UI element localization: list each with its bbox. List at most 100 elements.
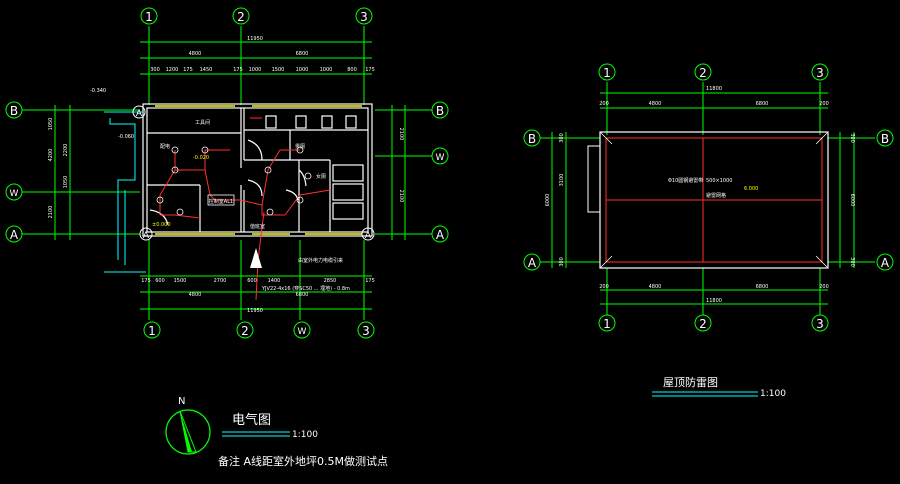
dim-seg-bottom: 6800: [296, 292, 309, 298]
roof-label: 避雷网格: [706, 192, 726, 199]
room-label: 工具间: [195, 119, 210, 126]
dim-text: 11800: [706, 298, 722, 304]
grid-label: A: [10, 228, 19, 242]
grid-bubbles-top-left: 1 2 3: [140, 7, 373, 25]
grid-label: 1: [145, 10, 153, 24]
dim-detail: 1450: [200, 67, 213, 73]
grid-label: W: [436, 153, 445, 163]
dim-detail-bottom: 2700: [214, 278, 227, 284]
grid-label: 1: [603, 317, 611, 331]
dim-detail: 800: [347, 67, 357, 73]
grid-label: B: [10, 104, 18, 118]
grid-label: B: [881, 132, 889, 146]
dim-left: 1050: [48, 118, 54, 131]
dim-text: 6800: [756, 101, 769, 107]
grid-label: B: [436, 104, 444, 118]
axis-letter: A: [365, 231, 372, 241]
dim-text: 6000: [545, 194, 551, 207]
corner-markers: A A A: [132, 105, 375, 241]
grid-bubbles-right: B W A: [431, 101, 449, 243]
grid-label: 2: [237, 10, 245, 24]
dim-detail: 1200: [166, 67, 179, 73]
window-strips: [155, 105, 362, 235]
roof-parapet: [587, 145, 601, 213]
grid-label: A: [528, 256, 537, 270]
dim-text: 200: [819, 284, 829, 290]
roof-dimension-texts: 200 4800 6800 200 11800 200 4800 6800 20…: [545, 86, 855, 304]
grid-label: A: [881, 256, 890, 270]
dimension-texts-left: 11950 4800 6800 300 1200 175 1450 175 10…: [48, 36, 404, 314]
electrical-scale: 1:100: [292, 430, 318, 440]
entry-note: 由室外电力电缆引来: [298, 257, 343, 264]
axis-lines-right: [540, 82, 875, 315]
grid-label: A: [436, 228, 445, 242]
room-label: 女厕: [316, 173, 326, 180]
dim-text: 300: [849, 133, 855, 143]
dim-detail-bottom: 600: [247, 278, 257, 284]
dim-detail: 1000: [249, 67, 262, 73]
grid-label: 1: [603, 66, 611, 80]
dim-left: 2200: [63, 144, 69, 157]
dim-detail-bottom: 175: [365, 278, 375, 284]
roof-labels: Φ10圆钢避雷带 500×1000 避雷网格 6.000: [668, 177, 758, 199]
dim-left: 2100: [48, 206, 54, 219]
dim-text: 300: [849, 257, 855, 267]
roof-title: 屋顶防雷图: [663, 375, 718, 389]
elevation-label: -0.060: [118, 134, 134, 140]
dim-text: 300: [559, 257, 565, 267]
dim-total-bottom: 11950: [247, 308, 263, 314]
dim-total-top: 11950: [247, 36, 263, 42]
dim-detail: 175: [183, 67, 193, 73]
roof-label: Φ10圆钢避雷带: [668, 177, 703, 184]
elevation-label: -0.340: [90, 88, 106, 94]
dim-seg-top: 4800: [189, 51, 202, 57]
grid-label: W: [298, 327, 307, 337]
north-label: N: [178, 396, 185, 407]
dim-detail-bottom: 600: [155, 278, 165, 284]
room-label: 值班室: [250, 223, 265, 230]
dim-left: 1050: [63, 176, 69, 189]
dim-text: 4800: [649, 284, 662, 290]
dim-text: 3100: [559, 174, 565, 187]
dim-seg-bottom: 4800: [189, 292, 202, 298]
entry-arrow-icon: [250, 248, 262, 268]
elevation-marks: -0.340 -0.060 -0.020 ±0.000: [90, 88, 209, 228]
dim-detail: 1500: [272, 67, 285, 73]
grid-label: 3: [816, 317, 824, 331]
roof-plan: 1 2 3 1 2 3 B A B A: [523, 63, 894, 332]
north-arrow: N: [165, 396, 211, 455]
dim-detail-bottom: 1500: [174, 278, 187, 284]
dim-right: 2100: [398, 190, 404, 203]
elevation-label: -0.020: [193, 155, 209, 161]
roof-label: 500×1000: [706, 178, 732, 184]
grid-bubbles-side-right: B A B A: [523, 129, 894, 271]
grid-label: 1: [148, 324, 156, 338]
electrical-plan: 1 2 3 1 2 W 3 B W A B: [5, 7, 449, 339]
grid-label: B: [528, 132, 536, 146]
axis-letter: A: [136, 109, 143, 119]
grid-bubbles-top-right: 1 2 3: [598, 63, 829, 81]
grid-label: W: [10, 189, 19, 199]
dim-text: 11800: [706, 86, 722, 92]
grid-bubbles-bottom-left: 1 2 W 3: [143, 321, 375, 339]
distribution-box: [207, 194, 235, 206]
dim-right: 2100: [398, 128, 404, 141]
elevation-label: ±0.000: [152, 222, 171, 228]
room-label: 男厕: [295, 144, 305, 150]
dim-detail-bottom: 175: [141, 278, 151, 284]
dim-detail-bottom: 2850: [324, 278, 337, 284]
dim-text: 200: [819, 101, 829, 107]
grid-label: 2: [699, 317, 707, 331]
dim-text: 4800: [649, 101, 662, 107]
dim-text: 300: [559, 133, 565, 143]
downconductor-marks: [599, 131, 829, 269]
grid-label: 2: [699, 66, 707, 80]
dim-detail: 1000: [296, 67, 309, 73]
dim-text: 6000: [849, 194, 855, 207]
dim-detail: 1000: [320, 67, 333, 73]
grid-bubbles-left: B W A: [5, 101, 23, 243]
dim-detail: 175: [365, 67, 375, 73]
dim-detail: 300: [150, 67, 160, 73]
dim-detail-bottom: 1400: [268, 278, 281, 284]
dim-left: 4200: [48, 149, 54, 162]
